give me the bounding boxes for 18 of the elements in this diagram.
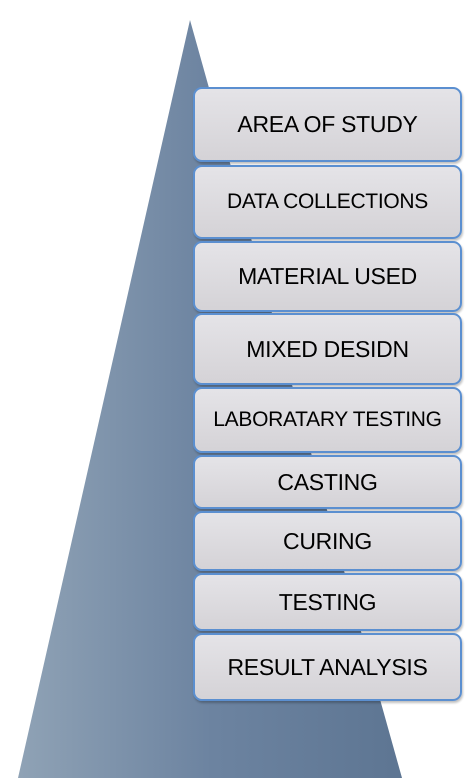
process-box — [193, 573, 462, 631]
process-box — [193, 387, 462, 453]
process-box — [193, 313, 462, 385]
step-label: CURING — [283, 528, 372, 554]
step-label: LABORATARY TESTING — [213, 408, 442, 432]
step-label: TESTING — [278, 588, 376, 616]
process-box — [193, 633, 462, 701]
process-box — [193, 241, 462, 312]
step-label: DATA COLLECTIONS — [227, 190, 428, 214]
process-box — [193, 455, 462, 509]
step-label: CASTING — [277, 468, 378, 496]
process-box — [193, 511, 462, 571]
step-label: MATERIAL USED — [238, 263, 417, 290]
step-label: AREA OF STUDY — [237, 111, 418, 138]
process-box — [193, 87, 462, 162]
step-label: RESULT ANALYSIS — [227, 654, 428, 680]
process-box — [193, 165, 462, 239]
step-label: MIXED DESIDN — [246, 336, 409, 362]
